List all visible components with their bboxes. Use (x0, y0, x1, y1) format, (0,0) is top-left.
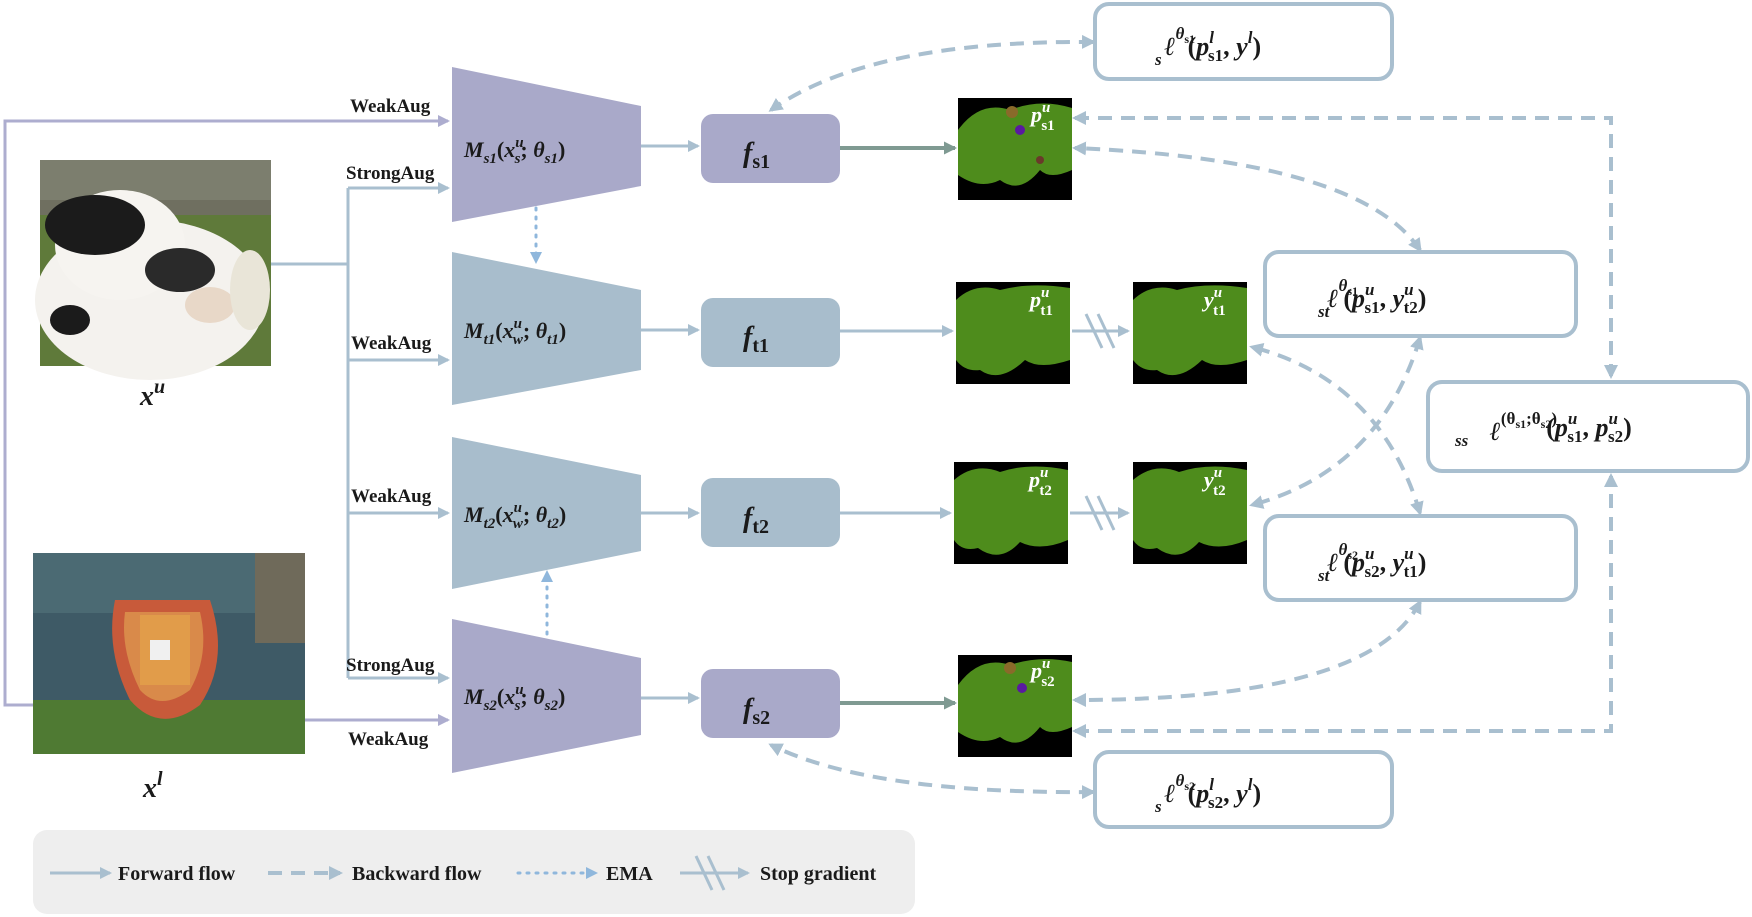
loss-ss-box (1426, 380, 1750, 473)
stop-gradient-t1 (1072, 313, 1130, 349)
head-t2 (701, 478, 840, 547)
head-s2 (701, 669, 840, 738)
head-t1 (701, 298, 840, 367)
head-s1 (701, 114, 840, 183)
backward-lst-s2-to-y-t1 (1249, 342, 1424, 516)
legend-box (33, 830, 915, 914)
backward-lst-s1-to-p-s1 (1072, 141, 1422, 253)
legend-backward-label: Backward flow (352, 863, 482, 885)
backward-lst-s1-to-y-t2 (1249, 335, 1424, 509)
labeled-image (33, 553, 305, 754)
student-model-s2 (452, 619, 641, 773)
legend-forward-label: Forward flow (118, 863, 236, 885)
pred-map-y-t1 (1133, 282, 1247, 384)
backward-lss-to-p-s1 (1072, 111, 1618, 379)
pred-map-s1 (958, 98, 1072, 200)
backward-ls-s1 (768, 34, 1096, 112)
strong-aug-label-s1: StrongAug (346, 163, 435, 184)
head-s2-label: fs2 (743, 694, 770, 729)
legend-stop-gradient-label: Stop gradient (760, 863, 876, 885)
backward-lst-s2-to-p-s2 (1072, 599, 1422, 707)
labeled-to-s1-weak-line (3, 115, 450, 707)
teacher-model-t2 (452, 437, 641, 589)
legend-stop-gradient: Stop gradient (680, 855, 876, 891)
weak-aug-label-top: WeakAug (350, 96, 431, 117)
strong-aug-label-s2: StrongAug (346, 655, 435, 676)
unlabeled-image (35, 160, 271, 380)
labeled-input-label: xl (142, 768, 163, 804)
pred-map-t2 (954, 462, 1068, 564)
head-t1-label: ft1 (743, 322, 769, 357)
legend-backward: Backward flow (268, 863, 482, 885)
student-model-s1 (452, 67, 641, 222)
legend-ema-label: EMA (606, 863, 653, 885)
backward-ls-s2 (768, 743, 1096, 800)
weak-aug-label-t2: WeakAug (351, 486, 432, 507)
stop-gradient-t2 (1070, 495, 1130, 531)
pred-map-y-t2 (1133, 462, 1247, 564)
legend-ema: EMA (516, 863, 653, 885)
backward-lss-to-p-s2 (1072, 473, 1618, 738)
teacher-model-t1 (452, 252, 641, 405)
weak-aug-label-t1: WeakAug (351, 333, 432, 354)
unlabeled-input-label: xu (139, 376, 165, 412)
weak-aug-label-bottom: WeakAug (348, 729, 429, 750)
head-s1-label: fs1 (743, 138, 770, 173)
legend-forward: Forward flow (50, 863, 236, 885)
pred-map-s2 (958, 655, 1072, 757)
pred-map-t1 (956, 282, 1070, 384)
head-t2-label: ft2 (743, 503, 769, 538)
